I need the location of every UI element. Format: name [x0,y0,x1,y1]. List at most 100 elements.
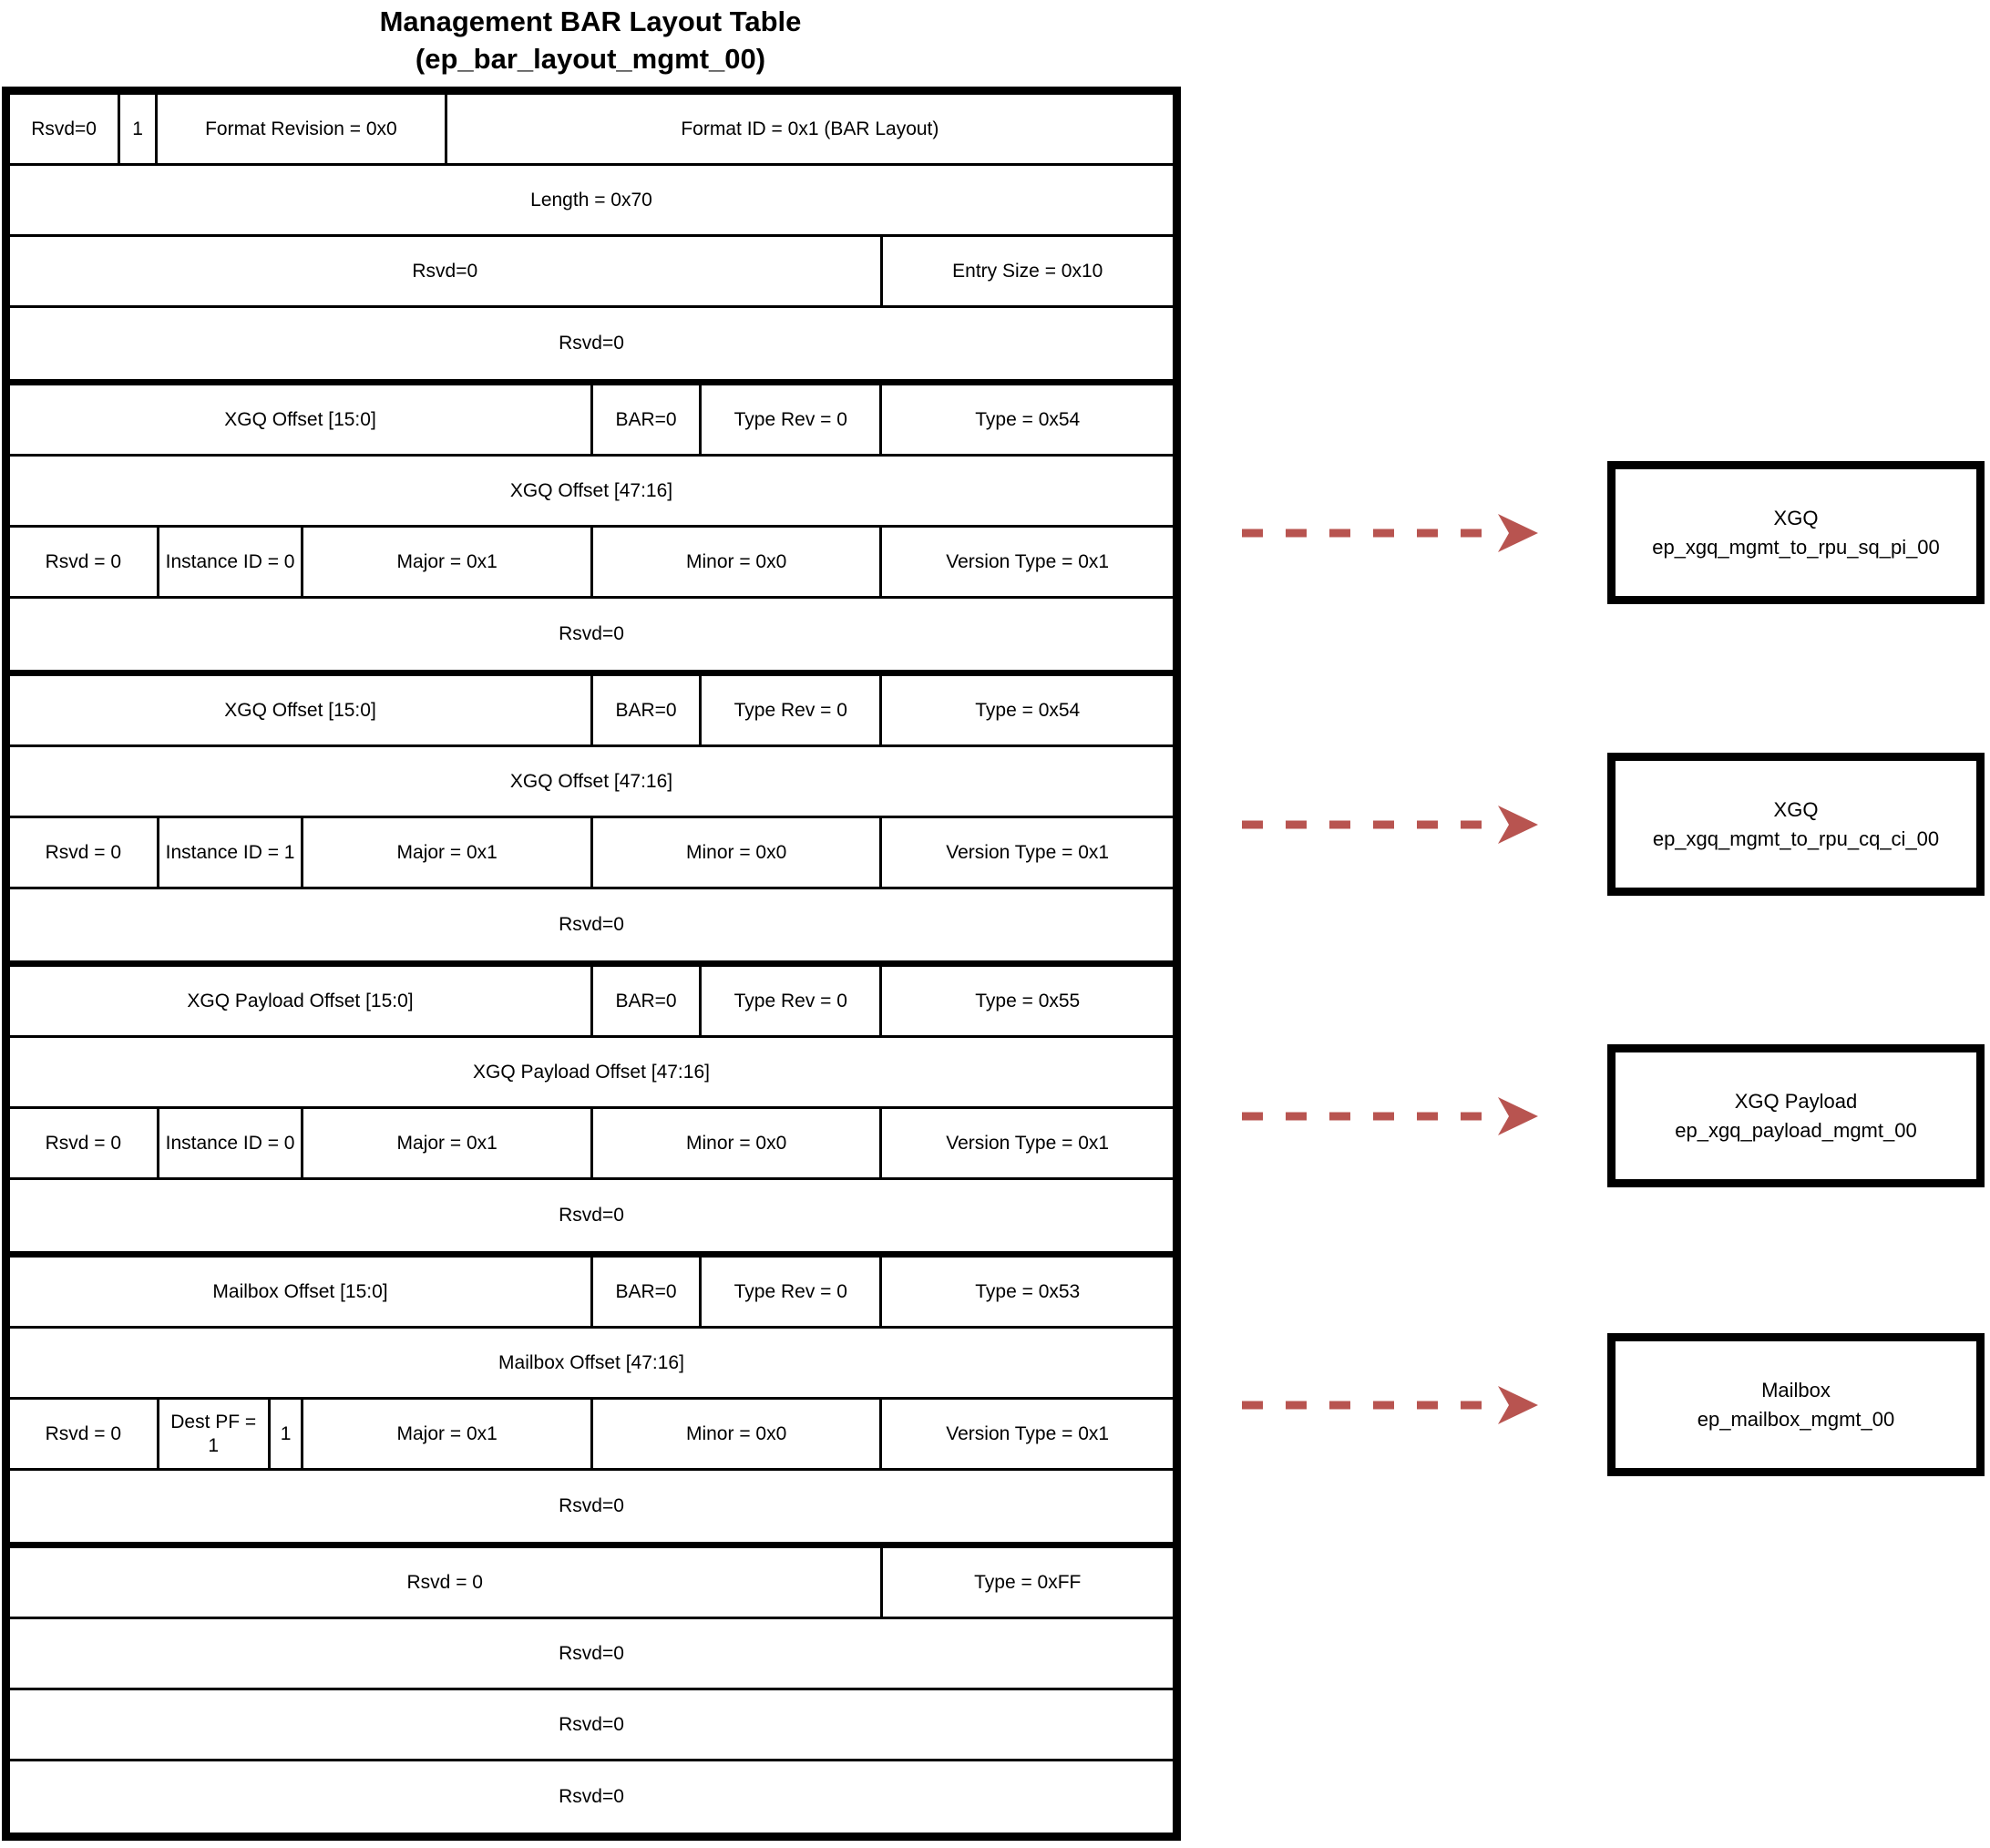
field-cell: Major = 0x1 [303,818,593,887]
field-cell: Type Rev = 0 [702,676,883,744]
table-row: Rsvd=0 [10,1180,1173,1251]
field-cell: Type = 0x55 [975,990,1081,1011]
table-row: Rsvd = 0 Type = 0xFF [10,1548,1173,1619]
arrowhead [1498,514,1538,552]
dashed-arrow [1242,806,1538,844]
table-row: XGQ Offset [15:0] BAR=0 Type Rev = 0 Typ… [10,676,1173,747]
field-cell: Type Rev = 0 [702,967,883,1035]
field-cell: Rsvd = 0 [10,818,159,887]
field-cell: Rsvd=0 [559,1205,624,1227]
ref-box-title: XGQ Payload [1734,1089,1858,1113]
ref-box-xgq-payload: XGQ Payload ep_xgq_payload_mgmt_00 [1607,1044,1985,1187]
field-cell: XGQ Payload Offset [15:0] [10,967,594,1035]
table-section-xgq-cq: XGQ Offset [15:0] BAR=0 Type Rev = 0 Typ… [10,676,1173,967]
field-cell: Type = 0x53 [975,1280,1081,1302]
field-cell: Minor = 0x0 [593,818,883,887]
field-cell: Version Type = 0x1 [946,1132,1110,1154]
ref-box-subtitle: ep_xgq_payload_mgmt_00 [1675,1118,1917,1142]
arrowhead [1498,806,1538,844]
ref-box-subtitle: ep_xgq_mgmt_to_rpu_cq_ci_00 [1652,826,1940,850]
field-cell: Version Type = 0x1 [946,550,1110,572]
table-row: Rsvd=0 1 Format Revision = 0x0 Format ID… [10,95,1173,166]
table-row: Mailbox Offset [15:0] BAR=0 Type Rev = 0… [10,1258,1173,1329]
table-row: Length = 0x70 [10,166,1173,237]
arrowhead [1498,1386,1538,1424]
field-cell: Rsvd=0 [559,914,624,936]
table-row: Rsvd = 0 Instance ID = 0 Major = 0x1 Min… [10,1109,1173,1180]
field-cell: Rsvd=0 [10,237,883,305]
table-row: Rsvd=0 [10,1761,1173,1833]
table-row: Rsvd = 0 Dest PF = 1 1 Major = 0x1 Minor… [10,1400,1173,1471]
ref-box-subtitle: ep_mailbox_mgmt_00 [1697,1407,1895,1431]
table-row: XGQ Offset [47:16] [10,457,1173,528]
field-cell: Major = 0x1 [303,1400,593,1468]
field-cell: Rsvd=0 [559,333,624,354]
field-cell: Length = 0x70 [530,189,652,210]
dashed-arrow [1242,514,1538,552]
field-cell: Type = 0x54 [975,699,1081,721]
field-cell: Rsvd = 0 [10,1548,883,1617]
page-title-line2: (ep_bar_layout_mgmt_00) [415,42,766,75]
field-cell: Major = 0x1 [303,1109,593,1177]
field-cell: XGQ Offset [15:0] [10,385,594,454]
table-row: Rsvd = 0 Instance ID = 1 Major = 0x1 Min… [10,818,1173,889]
field-cell: Rsvd = 0 [10,528,159,596]
ref-box-xgq-sq-pi: XGQ ep_xgq_mgmt_to_rpu_sq_pi_00 [1607,461,1985,604]
table-row: XGQ Offset [47:16] [10,747,1173,818]
table-row: Rsvd=0 [10,599,1173,670]
ref-box-subtitle: ep_xgq_mgmt_to_rpu_sq_pi_00 [1652,535,1940,559]
table-row: Rsvd=0 [10,1619,1173,1690]
field-cell: Rsvd=0 [559,1495,624,1517]
page-title-line1: Management BAR Layout Table [379,5,802,37]
field-cell: Format Revision = 0x0 [158,95,447,163]
table-section-terminator: Rsvd = 0 Type = 0xFF Rsvd=0 Rsvd=0 Rsvd=… [10,1548,1173,1833]
table-row: Rsvd=0 [10,889,1173,960]
table-row: XGQ Payload Offset [15:0] BAR=0 Type Rev… [10,967,1173,1038]
table-row: XGQ Payload Offset [47:16] [10,1038,1173,1109]
table-row: Rsvd=0 [10,1471,1173,1542]
field-cell: BAR=0 [593,1258,703,1326]
field-cell: Rsvd=0 [10,95,121,163]
field-cell: Instance ID = 0 [159,1109,304,1177]
field-cell: Instance ID = 1 [159,818,304,887]
table-section-header: Rsvd=0 1 Format Revision = 0x0 Format ID… [10,95,1173,385]
table-section-xgq-sq: XGQ Offset [15:0] BAR=0 Type Rev = 0 Typ… [10,385,1173,676]
field-cell: Mailbox Offset [15:0] [10,1258,594,1326]
field-cell: Major = 0x1 [303,528,593,596]
field-cell: Dest PF = 1 [159,1400,271,1468]
table-row: XGQ Offset [15:0] BAR=0 Type Rev = 0 Typ… [10,385,1173,457]
table-row: Mailbox Offset [47:16] [10,1329,1173,1400]
field-cell: Rsvd=0 [559,1713,624,1735]
field-cell: BAR=0 [593,385,703,454]
ref-box-title: Mailbox [1761,1378,1831,1401]
field-cell: Rsvd=0 [559,623,624,645]
field-cell: Minor = 0x0 [593,1400,883,1468]
dashed-arrow [1242,1097,1538,1135]
table-row: Rsvd=0 [10,1690,1173,1761]
field-cell: Format ID = 0x1 (BAR Layout) [681,118,939,139]
field-cell: Rsvd=0 [559,1642,624,1664]
field-cell: Instance ID = 0 [159,528,304,596]
page-title: Management BAR Layout Table (ep_bar_layo… [0,4,1181,78]
field-cell: XGQ Offset [15:0] [10,676,594,744]
ref-box-title: XGQ [1773,797,1819,821]
field-cell: Minor = 0x0 [593,528,883,596]
field-cell: XGQ Offset [47:16] [509,770,673,792]
field-cell: Version Type = 0x1 [946,1422,1110,1444]
field-cell: Type Rev = 0 [702,385,883,454]
ref-box-mailbox: Mailbox ep_mailbox_mgmt_00 [1607,1333,1985,1476]
field-cell: Version Type = 0x1 [946,841,1110,863]
field-cell: Minor = 0x0 [593,1109,883,1177]
table-section-mailbox: Mailbox Offset [15:0] BAR=0 Type Rev = 0… [10,1258,1173,1548]
field-cell: Mailbox Offset [47:16] [498,1351,684,1373]
table-section-xgq-payload: XGQ Payload Offset [15:0] BAR=0 Type Rev… [10,967,1173,1258]
dashed-arrow [1242,1386,1538,1424]
field-cell: 1 [120,95,159,163]
ref-box-title: XGQ [1773,506,1819,529]
ref-box-xgq-cq-ci: XGQ ep_xgq_mgmt_to_rpu_cq_ci_00 [1607,753,1985,896]
field-cell: BAR=0 [593,676,703,744]
field-cell: Type Rev = 0 [702,1258,883,1326]
table-row: Rsvd = 0 Instance ID = 0 Major = 0x1 Min… [10,528,1173,599]
field-cell: Type = 0x54 [975,408,1081,430]
field-cell: Type = 0xFF [974,1571,1082,1593]
